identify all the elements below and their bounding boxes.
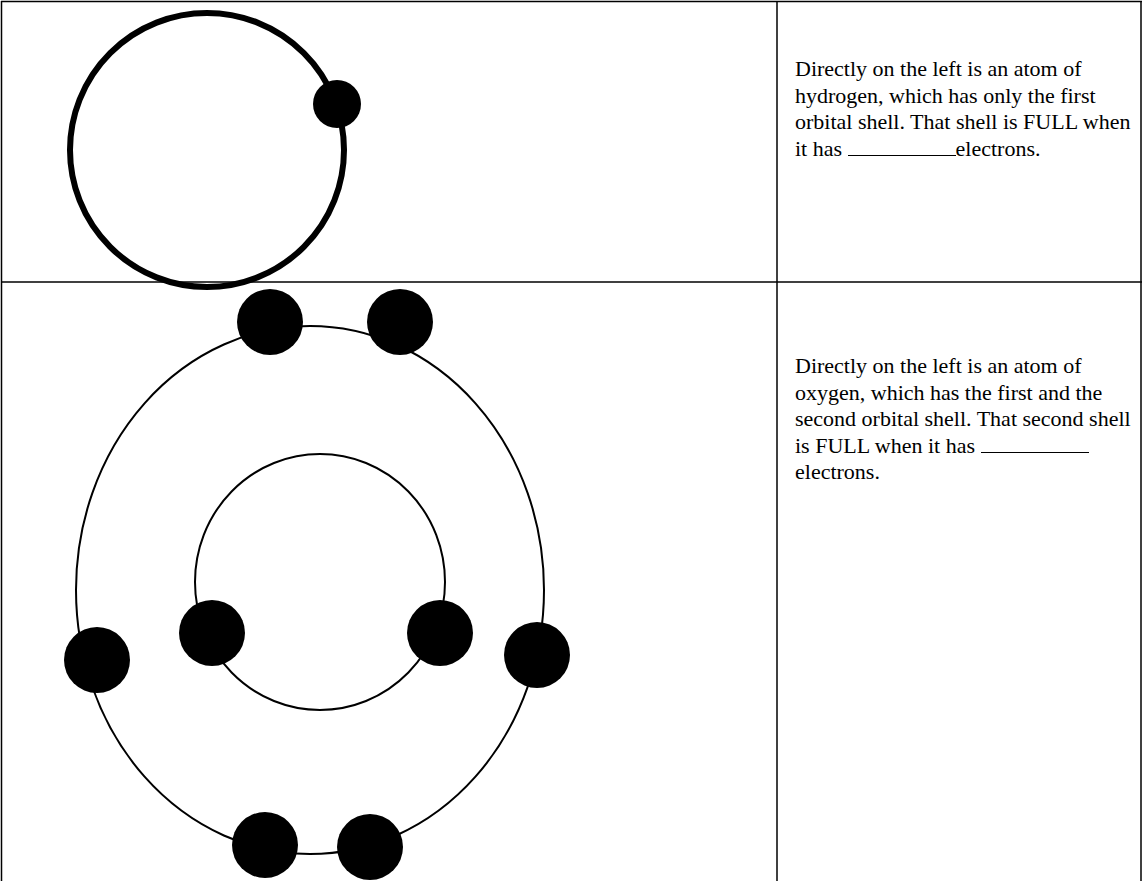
- hydrogen-atom: [70, 13, 361, 287]
- question-text: Directly on the left is an atom of oxyge…: [795, 353, 1131, 458]
- question-text: electrons.: [956, 136, 1041, 161]
- oxygen-atom: [64, 289, 570, 880]
- text-cell: Directly on the left is an atom of hydro…: [795, 56, 1133, 162]
- answer-blank: [848, 137, 956, 156]
- answer-blank: [981, 434, 1089, 453]
- text-cell: Directly on the left is an atom of oxyge…: [795, 353, 1133, 486]
- question-text: electrons.: [795, 459, 880, 484]
